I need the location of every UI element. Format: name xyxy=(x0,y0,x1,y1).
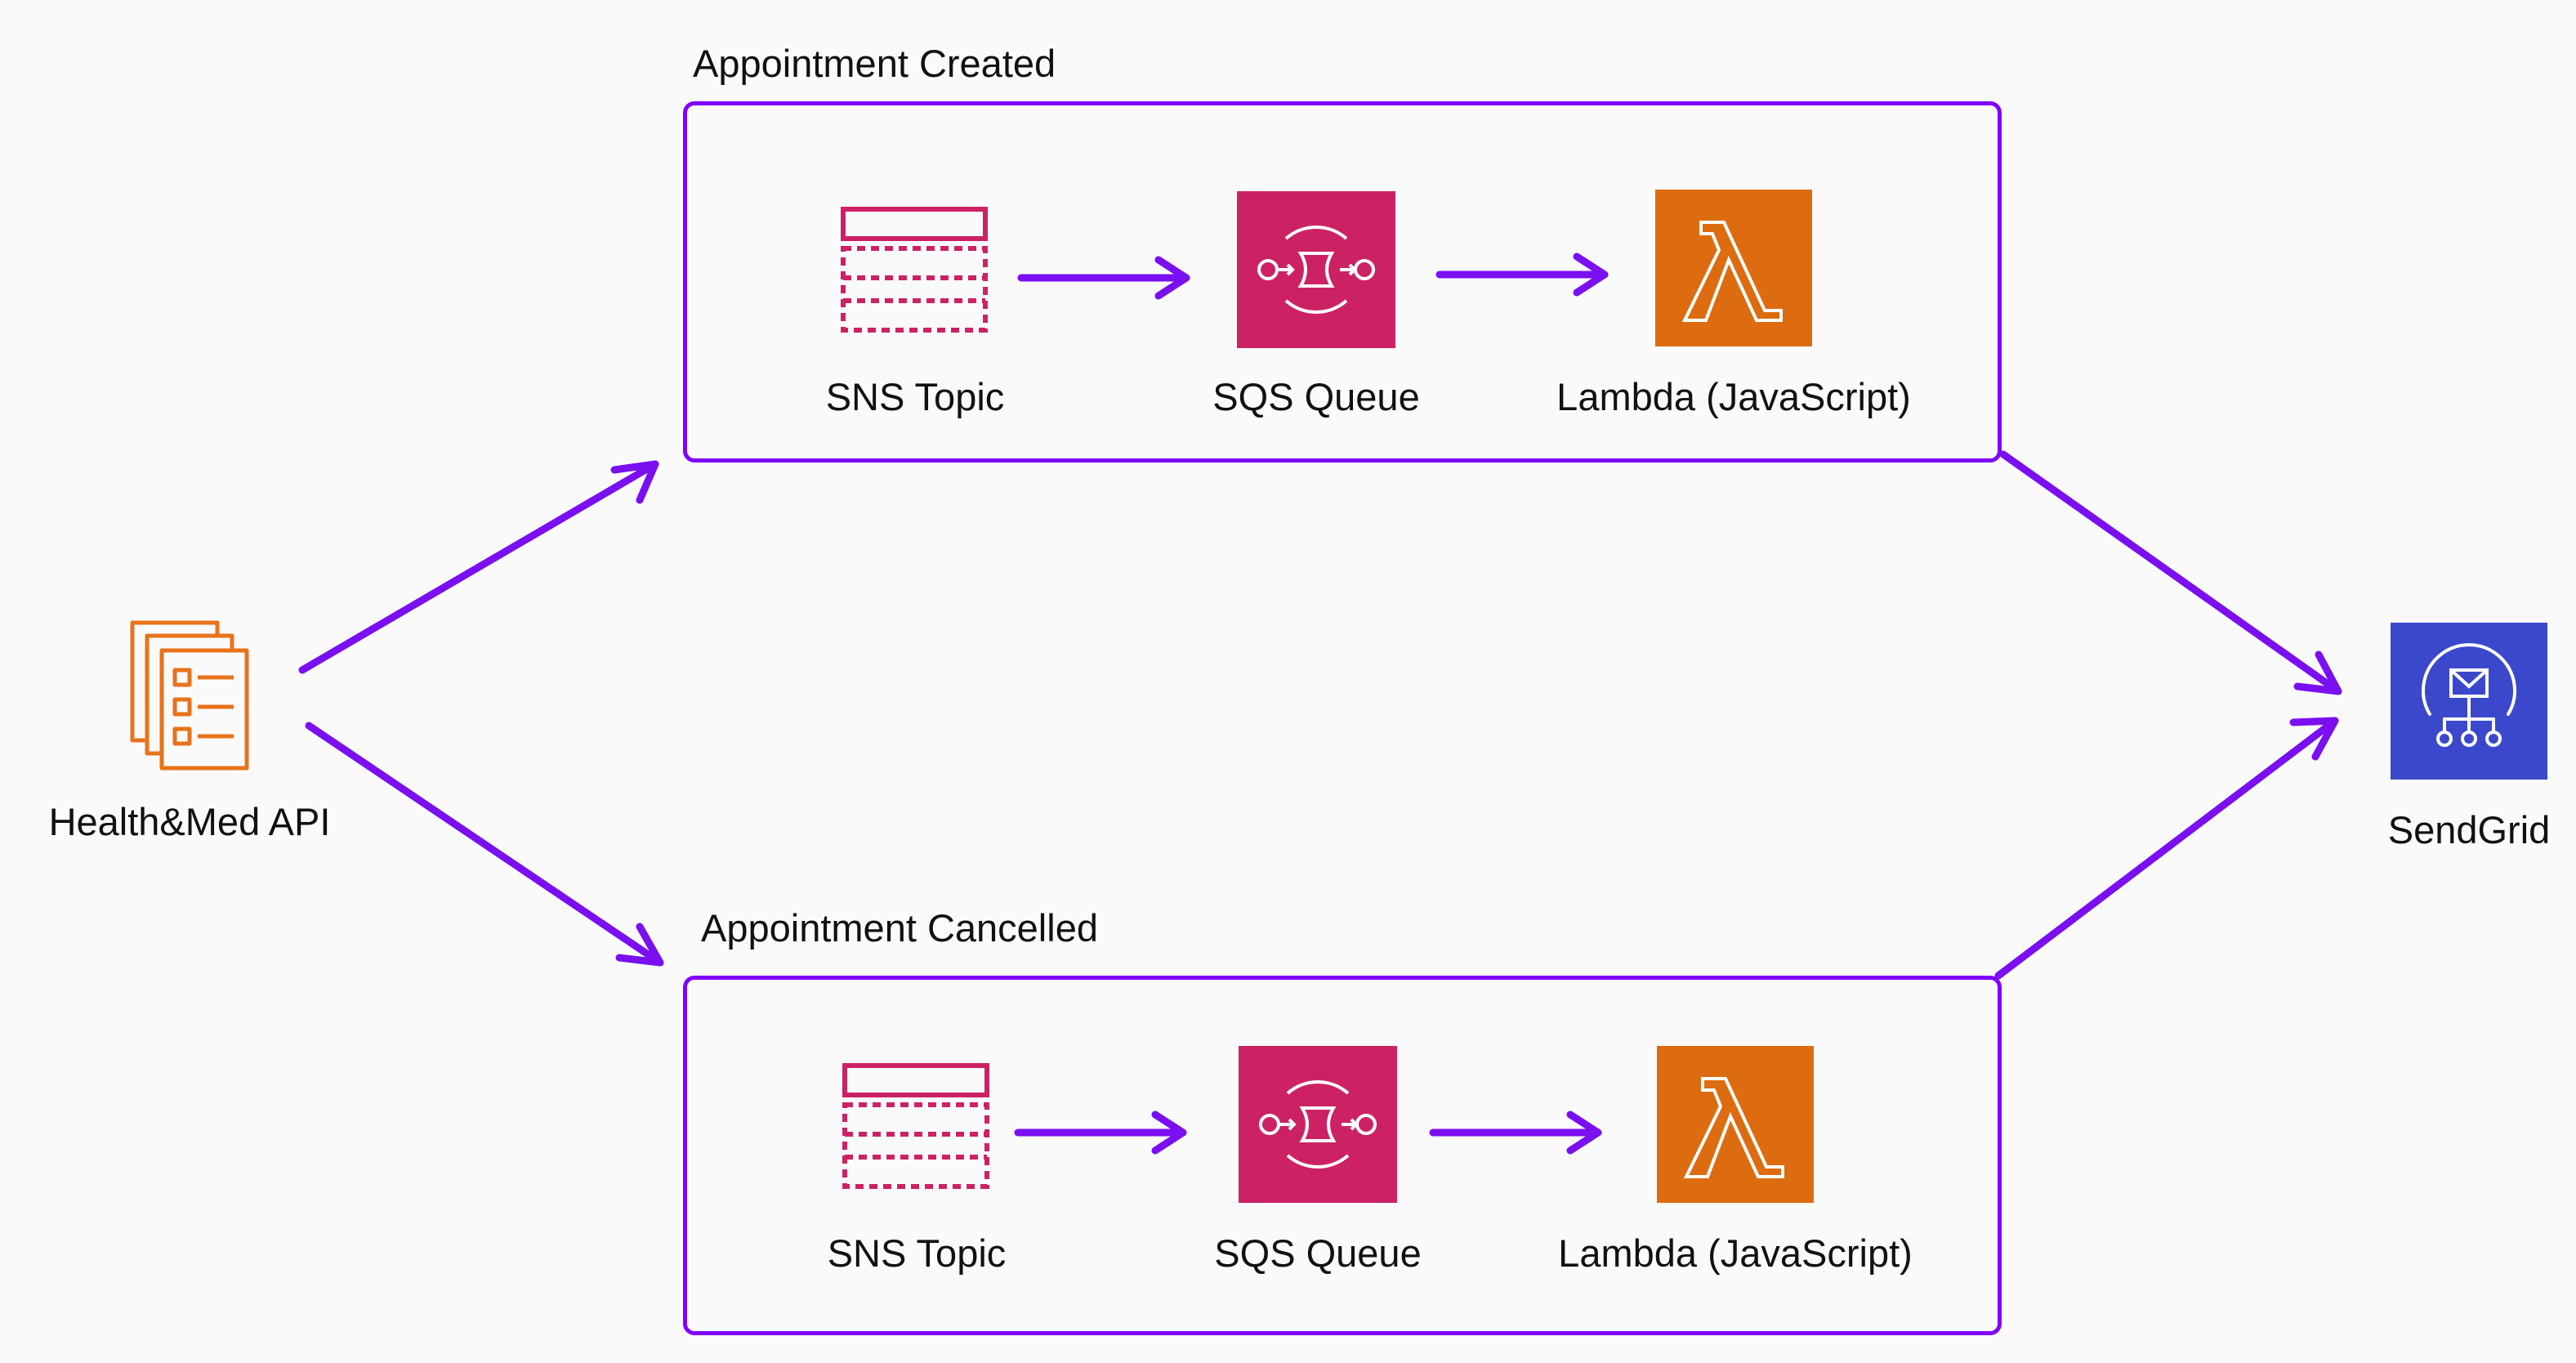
sns-topic-icon xyxy=(842,1063,989,1189)
arrowhead-cancelled-to-sendgrid xyxy=(2289,717,2339,761)
sqs-queue-icon xyxy=(1237,191,1395,348)
group-title-created: Appointment Created xyxy=(693,42,1056,85)
arrowhead-sqs-to-lambda-cancelled xyxy=(1566,1111,1602,1155)
arrow-created-to-sendgrid xyxy=(1999,450,2342,695)
sqs-queue-icon xyxy=(1239,1046,1397,1203)
arrowhead-sns-to-sqs-created xyxy=(1154,256,1190,300)
arrowhead-created-to-sendgrid xyxy=(2293,650,2342,695)
group-title-cancelled: Appointment Cancelled xyxy=(701,906,1098,950)
arrowhead-api-to-created xyxy=(610,460,659,504)
arrow-cancelled-to-sendgrid xyxy=(1994,717,2339,980)
node-label: Lambda (JavaScript) xyxy=(1556,375,1911,418)
sendgrid-icon xyxy=(2391,623,2547,780)
node-label: SNS Topic xyxy=(825,375,1005,418)
lambda-icon xyxy=(1655,190,1812,346)
group-appointment-cancelled xyxy=(683,976,2002,1335)
arrowhead-sns-to-sqs-cancelled xyxy=(1151,1111,1187,1155)
lambda-icon xyxy=(1657,1046,1814,1203)
sns-topic-icon xyxy=(841,207,988,333)
node-label: Lambda (JavaScript) xyxy=(1558,1231,1913,1275)
target-label: SendGrid xyxy=(2387,808,2551,851)
arrow-api-to-created xyxy=(298,460,659,674)
api-documents-icon xyxy=(130,620,249,771)
arrowhead-api-to-cancelled xyxy=(615,923,664,967)
source-label: Health&Med API xyxy=(48,800,331,843)
node-label: SQS Queue xyxy=(1212,375,1420,418)
arrow-api-to-cancelled xyxy=(305,722,664,967)
node-label: SNS Topic xyxy=(827,1231,1007,1275)
arrowhead-sqs-to-lambda-created xyxy=(1573,252,1609,297)
node-label: SQS Queue xyxy=(1214,1231,1422,1275)
group-appointment-created xyxy=(683,101,2002,463)
